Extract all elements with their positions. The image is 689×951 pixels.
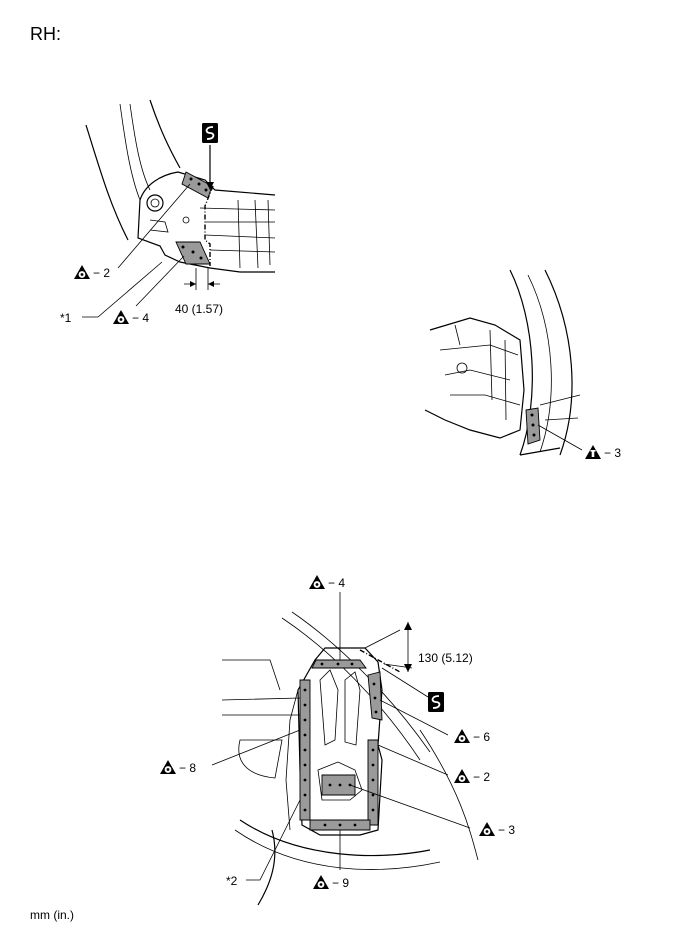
spot-weld-symbol-icon xyxy=(313,875,329,889)
dimension-130mm: 130 (5.12) xyxy=(418,651,473,665)
cut-line-symbol-icon xyxy=(427,691,445,713)
callout-weld-2: − 2 xyxy=(473,770,490,784)
callout-weld-2: − 2 xyxy=(93,266,110,280)
callout-weld-3: − 3 xyxy=(498,823,515,837)
callout-weld-4: − 4 xyxy=(328,576,345,590)
callout-weld-9: − 9 xyxy=(332,876,349,890)
plug-weld-symbol-icon xyxy=(585,445,601,459)
reference-mark-1: *1 xyxy=(60,311,72,325)
dimension-40mm: 40 (1.57) xyxy=(175,302,223,316)
spot-weld-symbol-icon xyxy=(479,822,495,836)
spot-weld-symbol-icon xyxy=(454,729,470,743)
callout-weld-6: − 6 xyxy=(473,730,490,744)
side-label: RH: xyxy=(30,24,61,44)
callout-weld-8: − 8 xyxy=(179,761,196,775)
top-left-view xyxy=(82,99,276,318)
right-view xyxy=(424,269,583,456)
units-note: mm (in.) xyxy=(30,908,74,922)
spot-weld-symbol-icon xyxy=(309,575,325,589)
callout-plug-weld-3: − 3 xyxy=(604,446,621,460)
spot-weld-symbol-icon xyxy=(74,265,90,279)
spot-weld-symbol-icon xyxy=(454,769,470,783)
bottom-view xyxy=(211,592,479,906)
callout-weld-4: − 4 xyxy=(132,311,149,325)
cut-line-symbol-icon xyxy=(201,122,219,144)
spot-weld-symbol-icon xyxy=(113,310,129,324)
spot-weld-symbol-icon xyxy=(160,760,176,774)
reference-mark-2: *2 xyxy=(226,874,238,888)
